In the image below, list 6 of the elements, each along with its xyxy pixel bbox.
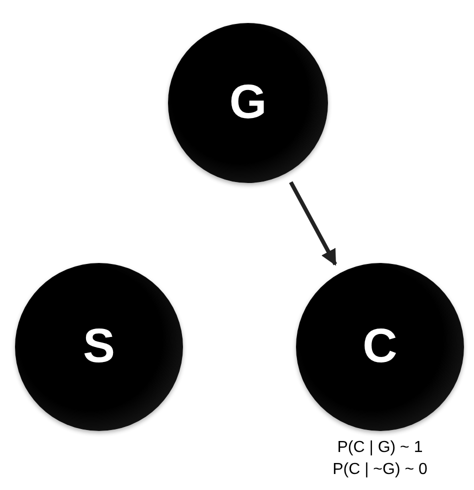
node-label: G	[229, 79, 267, 127]
node-label: S	[82, 323, 115, 371]
arrow	[289, 181, 338, 266]
probability-text: P(C | G) ~ 1	[337, 438, 423, 458]
node-label: C	[362, 323, 398, 371]
probability-text: P(C | ~G) ~ 0	[332, 460, 428, 480]
